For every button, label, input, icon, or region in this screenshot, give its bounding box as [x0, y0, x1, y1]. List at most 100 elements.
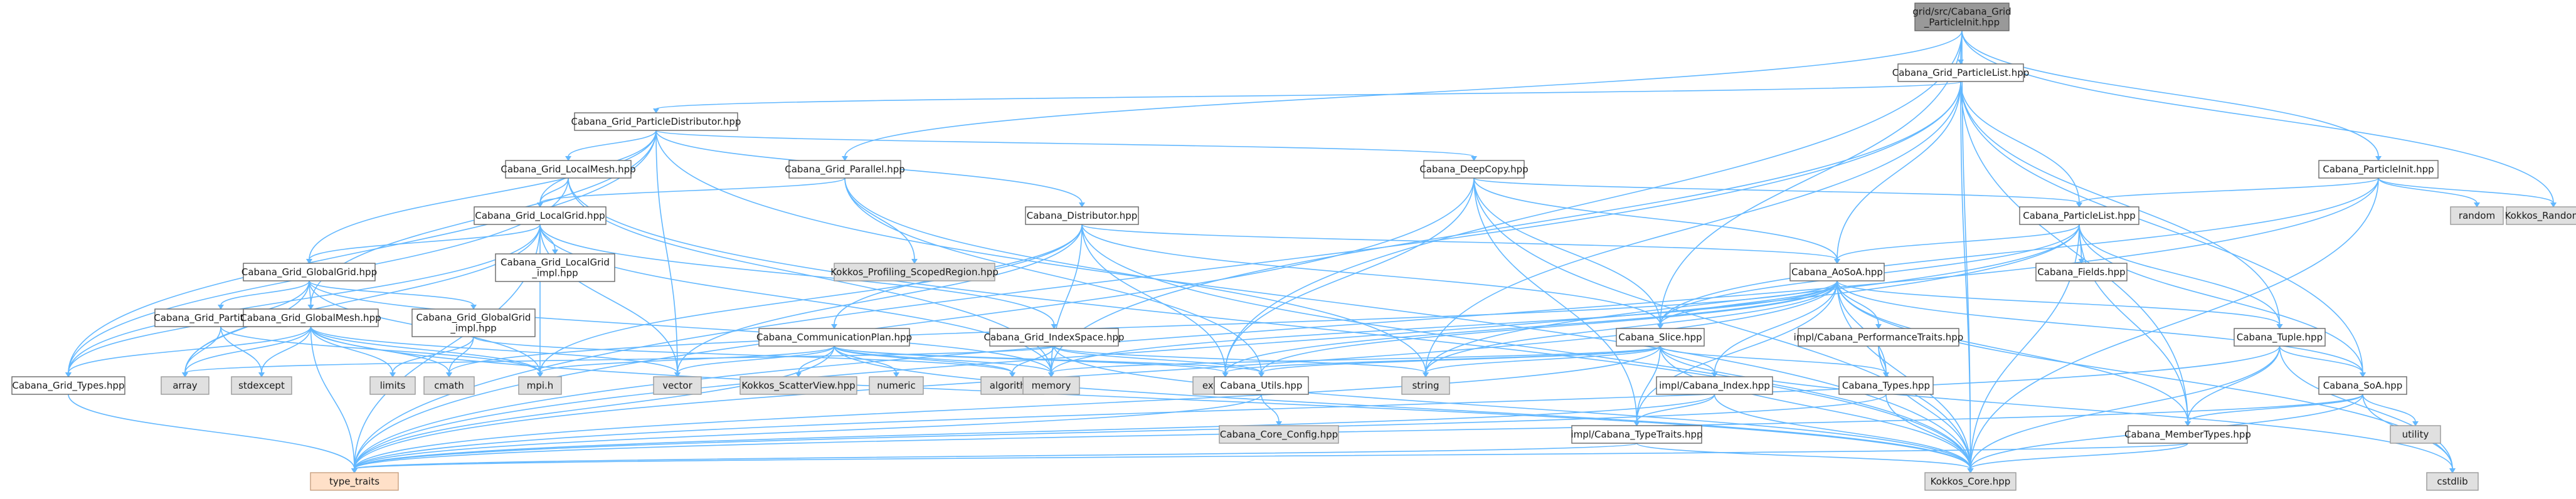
node-label: vector [662, 380, 692, 391]
node-soa[interactable]: Cabana_SoA.hpp [2318, 376, 2407, 395]
node-label: Cabana_Grid_Types.hpp [12, 380, 124, 392]
node-label: Cabana_Tuple.hpp [2237, 332, 2323, 344]
node-cmath[interactable]: cmath [423, 376, 475, 395]
arrowhead-particle_init-to-kokkos_random [2550, 202, 2557, 207]
node-label: cmath [434, 380, 464, 391]
node-array[interactable]: array [161, 376, 209, 395]
node-particle-init[interactable]: Cabana_ParticleInit.hpp [2318, 160, 2439, 179]
node-types[interactable]: Cabana_Types.hpp [1838, 376, 1934, 395]
node-index-space[interactable]: Cabana_Grid_IndexSpace.hpp [984, 328, 1125, 347]
node-limits[interactable]: limits [369, 376, 416, 395]
node-label: _ParticleInit.hpp [1924, 17, 2000, 29]
node-box [1025, 206, 1139, 225]
node-slice[interactable]: Cabana_Slice.hpp [1616, 328, 1705, 347]
node-deep-copy[interactable]: Cabana_DeepCopy.hpp [1419, 160, 1529, 179]
edge-particle_distributor-to-global_grid [309, 130, 657, 260]
node-label: Cabana_ParticleInit.hpp [2323, 164, 2434, 176]
node-stdexcept[interactable]: stdexcept [231, 376, 292, 395]
arrowhead-index_space-to-algorithm [1009, 372, 1015, 377]
node-global-grid-impl[interactable]: Cabana_Grid_GlobalGrid_impl.hpp [411, 308, 536, 337]
arrowhead-local_grid-to-global_grid [306, 259, 312, 264]
node-particle-distributor[interactable]: Cabana_Grid_ParticleDistributor.hpp [571, 112, 741, 131]
node-box [788, 160, 901, 179]
node-label: Cabana_Grid_LocalGrid [501, 257, 610, 269]
edge-index_space-to-string [1053, 345, 1426, 374]
edge-comm_plan-to-kokkos_core [834, 345, 1971, 470]
edge-global_grid-to-global_grid_impl [309, 280, 474, 306]
node-label: impl/Cabana_TypeTraits.hpp [1571, 429, 1702, 441]
arrowhead-particle_list_core-to-aosoa [1834, 259, 1840, 264]
node-aosoa[interactable]: Cabana_AoSoA.hpp [1789, 263, 1885, 281]
node-tuple[interactable]: Cabana_Tuple.hpp [2234, 328, 2326, 347]
node-box [2318, 376, 2407, 395]
node-label: Cabana_Core_Config.hpp [1220, 429, 1338, 441]
node-mpi[interactable]: mpi.h [518, 376, 562, 395]
node-parallel[interactable]: Cabana_Grid_Parallel.hpp [785, 160, 905, 179]
node-local-grid-impl[interactable]: Cabana_Grid_LocalGrid_impl.hpp [495, 253, 615, 282]
arrowhead-slice-to-exception [1222, 372, 1229, 377]
edge-tuple-to-soa [2279, 345, 2363, 374]
arrowhead-local_grid-to-index_space [1051, 324, 1057, 329]
edge-particle_init-to-particle_list_core [2079, 177, 2379, 204]
node-member-types[interactable]: Cabana_MemberTypes.hpp [2124, 425, 2251, 444]
node-random[interactable]: random [2450, 206, 2504, 225]
node-perf-traits[interactable]: impl/Cabana_PerformanceTraits.hpp [1794, 328, 1964, 347]
node-box [1219, 425, 1339, 444]
node-root[interactable]: grid/src/Cabana_Grid_ParticleInit.hpp [1912, 3, 2012, 31]
node-box [1616, 328, 1705, 347]
edge-comm_plan-to-memory [834, 345, 1052, 374]
node-label: Cabana_DeepCopy.hpp [1419, 164, 1528, 176]
node-impl-index[interactable]: impl/Cabana_Index.hpp [1656, 376, 1773, 395]
arrowhead-parallel-to-local_grid [537, 202, 543, 207]
node-label: Kokkos_Random.hpp [2504, 210, 2576, 222]
edge-local_grid-to-grid_types [68, 224, 541, 374]
node-utils[interactable]: Cabana_Utils.hpp [1214, 376, 1309, 395]
node-label: Kokkos_Profiling_ScopedRegion.hpp [830, 266, 999, 278]
edge-global_grid_impl-to-limits [392, 336, 474, 374]
node-box [243, 308, 379, 327]
node-grid-types[interactable]: Cabana_Grid_Types.hpp [11, 376, 125, 395]
node-kokkos-profiling[interactable]: Kokkos_Profiling_ScopedRegion.hpp [830, 263, 999, 281]
node-layer: grid/src/Cabana_Grid_ParticleInit.hppCab… [11, 3, 2576, 491]
node-type-traits[interactable]: type_traits [310, 472, 399, 491]
node-particle-list[interactable]: Cabana_Grid_ParticleList.hpp [1892, 63, 2030, 82]
arrowhead-root-to-particle_init [2375, 156, 2382, 161]
node-local-mesh[interactable]: Cabana_Grid_LocalMesh.hpp [501, 160, 636, 179]
arrowhead-slice-to-impl_index [1711, 372, 1718, 377]
node-box [2390, 425, 2441, 444]
node-cstdlib[interactable]: cstdlib [2426, 472, 2479, 491]
node-label: Cabana_Grid_ParticleDistributor.hpp [571, 116, 741, 128]
node-kokkos-core[interactable]: Kokkos_Core.hpp [1924, 472, 2017, 491]
node-distributor[interactable]: Cabana_Distributor.hpp [1025, 206, 1139, 225]
node-kokkos-random[interactable]: Kokkos_Random.hpp [2504, 206, 2576, 225]
node-fields[interactable]: Cabana_Fields.hpp [2035, 263, 2128, 281]
edge-index_space-to-kokkos_core [1053, 345, 1971, 470]
node-core-config[interactable]: Cabana_Core_Config.hpp [1219, 425, 1339, 444]
node-box [1789, 263, 1885, 281]
edge-aosoa-to-cmath [448, 280, 1838, 374]
edge-perf_traits-to-kokkos_core [1878, 345, 1971, 470]
node-comm-plan[interactable]: Cabana_CommunicationPlan.hpp [756, 328, 912, 347]
node-label: Cabana_Grid_IndexSpace.hpp [984, 332, 1125, 344]
node-string[interactable]: string [1401, 376, 1450, 395]
node-global-grid[interactable]: Cabana_Grid_GlobalGrid.hpp [241, 263, 377, 281]
edge-particle_init-to-kokkos_random [2378, 177, 2554, 204]
node-label: _impl.hpp [531, 268, 578, 280]
node-global-mesh[interactable]: Cabana_Grid_GlobalMesh.hpp [240, 308, 381, 327]
edge-local_grid-to-index_space [539, 224, 1055, 325]
node-particle-list-core[interactable]: Cabana_ParticleList.hpp [2019, 206, 2139, 225]
node-type-traits-impl[interactable]: impl/Cabana_TypeTraits.hpp [1571, 425, 1703, 444]
node-vector[interactable]: vector [653, 376, 702, 395]
node-scatter-view[interactable]: Kokkos_ScatterView.hpp [739, 376, 857, 395]
arrowhead-local_grid-to-local_grid_impl [552, 250, 558, 255]
node-utility[interactable]: utility [2390, 425, 2441, 444]
edge-tuple-to-kokkos_core [1969, 345, 2281, 470]
node-local-grid[interactable]: Cabana_Grid_LocalGrid.hpp [474, 206, 607, 225]
node-box [869, 376, 924, 395]
node-label: Cabana_Grid_ParticleList.hpp [1892, 67, 2030, 79]
edge-slice-to-cstdlib [1660, 345, 2453, 470]
node-box [2128, 425, 2248, 444]
node-numeric[interactable]: numeric [869, 376, 924, 395]
node-memory[interactable]: memory [1022, 376, 1080, 395]
edge-aosoa-to-exception [1224, 280, 1838, 374]
